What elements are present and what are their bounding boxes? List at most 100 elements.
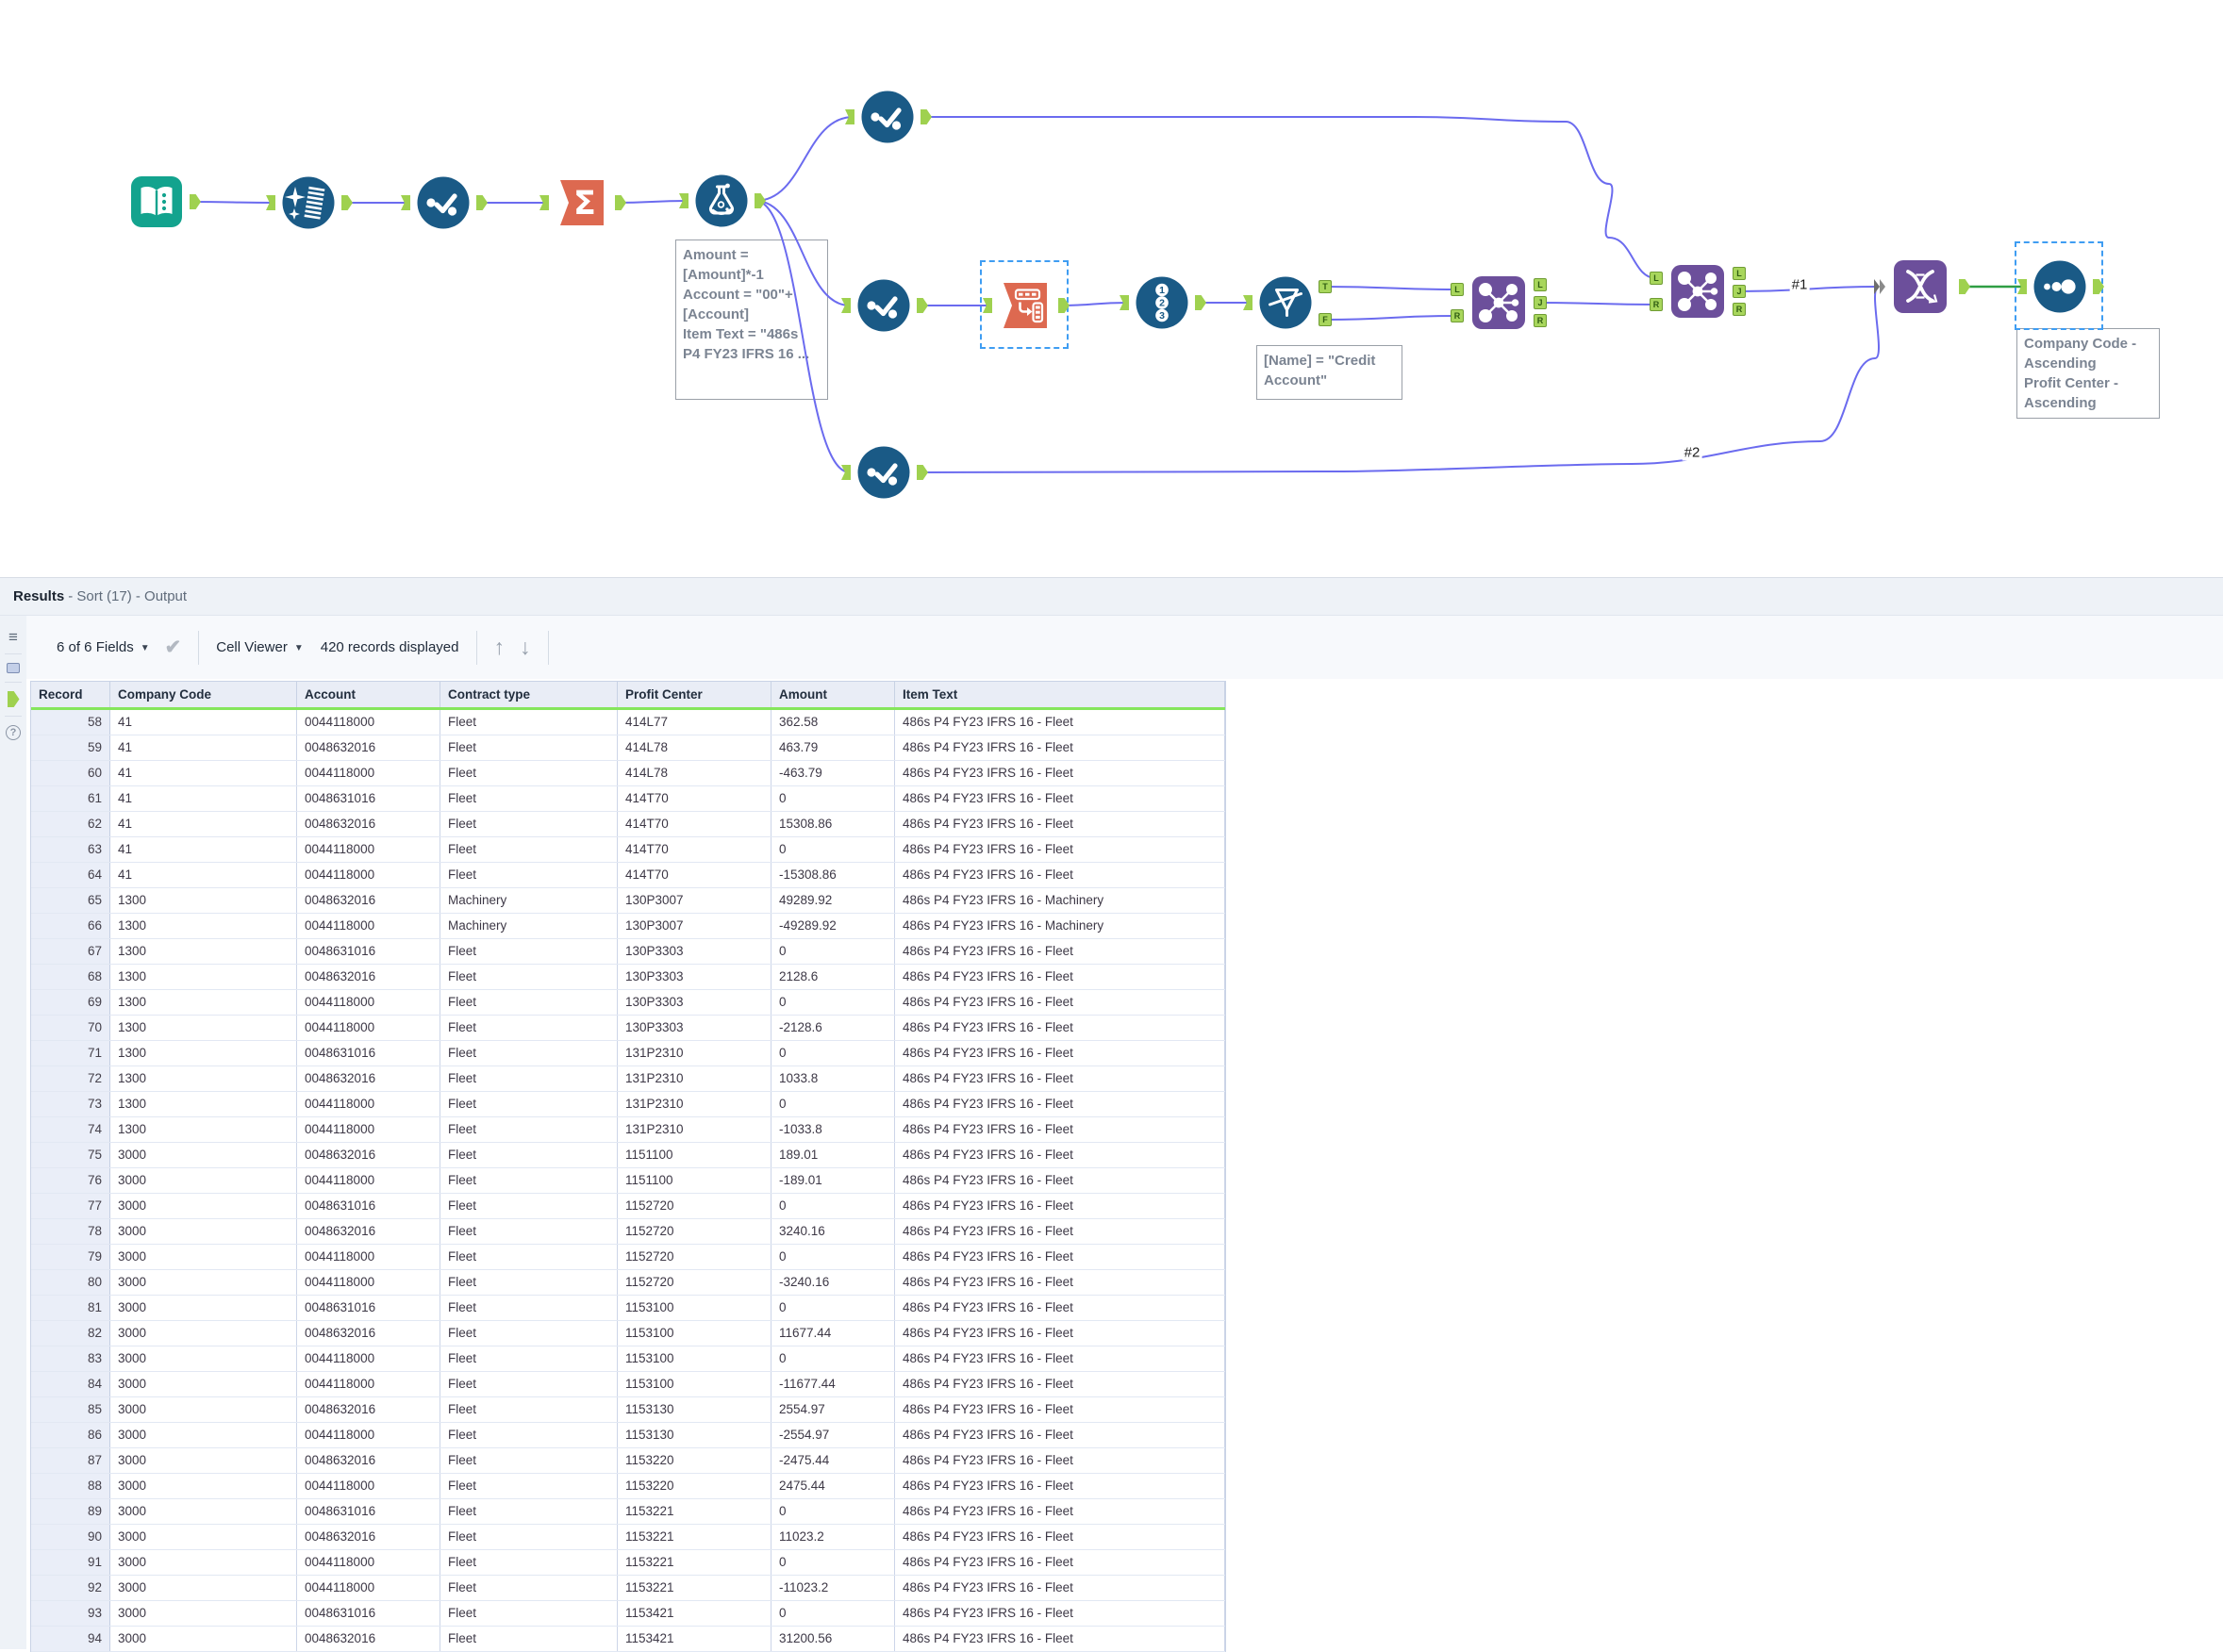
table-cell[interactable]: 60 xyxy=(31,761,110,785)
table-cell[interactable]: 41 xyxy=(110,837,297,862)
table-cell[interactable]: 414T70 xyxy=(618,812,771,836)
table-cell[interactable]: 0048632016 xyxy=(297,1219,440,1244)
table-cell[interactable]: 1300 xyxy=(110,990,297,1015)
multi-input-connector-icon[interactable] xyxy=(1872,277,1887,296)
table-cell[interactable]: 67 xyxy=(31,939,110,964)
table-cell[interactable]: 486s P4 FY23 IFRS 16 - Fleet xyxy=(895,1194,1225,1218)
table-cell[interactable]: -3240.16 xyxy=(771,1270,895,1295)
table-cell[interactable]: 0048632016 xyxy=(297,1397,440,1422)
table-cell[interactable]: 0048632016 xyxy=(297,1321,440,1346)
table-cell[interactable]: 486s P4 FY23 IFRS 16 - Fleet xyxy=(895,1601,1225,1626)
table-cell[interactable]: 90 xyxy=(31,1525,110,1549)
connection-wire[interactable] xyxy=(1058,302,1129,306)
menu-icon[interactable]: ≡ xyxy=(8,628,18,646)
table-cell[interactable]: Fleet xyxy=(440,1321,618,1346)
table-cell[interactable]: 3000 xyxy=(110,1576,297,1600)
column-header-amount[interactable]: Amount xyxy=(771,682,895,707)
table-cell[interactable]: 486s P4 FY23 IFRS 16 - Fleet xyxy=(895,1219,1225,1244)
table-cell[interactable]: 486s P4 FY23 IFRS 16 - Fleet xyxy=(895,786,1225,811)
table-cell[interactable]: 94 xyxy=(31,1627,110,1651)
table-cell[interactable]: 2475.44 xyxy=(771,1474,895,1498)
fields-dropdown[interactable]: 6 of 6 Fields xyxy=(57,639,134,655)
table-cell[interactable]: 0048631016 xyxy=(297,1194,440,1218)
table-cell[interactable]: 3000 xyxy=(110,1423,297,1447)
table-cell[interactable]: 75 xyxy=(31,1143,110,1167)
table-cell[interactable]: 76 xyxy=(31,1168,110,1193)
Jout-anchor[interactable]: J xyxy=(1733,285,1746,298)
table-cell[interactable]: 1153220 xyxy=(618,1448,771,1473)
table-cell[interactable]: 1300 xyxy=(110,1092,297,1116)
table-cell[interactable]: 65 xyxy=(31,888,110,913)
Rout-anchor[interactable]: R xyxy=(1534,314,1547,327)
output-anchor[interactable] xyxy=(917,298,928,313)
table-cell[interactable]: Fleet xyxy=(440,1397,618,1422)
input-anchor[interactable] xyxy=(1120,295,1129,310)
table-cell[interactable]: Fleet xyxy=(440,863,618,887)
table-cell[interactable]: 486s P4 FY23 IFRS 16 - Fleet xyxy=(895,1346,1225,1371)
table-cell[interactable]: 11023.2 xyxy=(771,1525,895,1549)
table-cell[interactable]: Fleet xyxy=(440,1550,618,1575)
table-cell[interactable]: Fleet xyxy=(440,1474,618,1498)
table-cell[interactable]: -15308.86 xyxy=(771,863,895,887)
table-cell[interactable]: 486s P4 FY23 IFRS 16 - Machinery xyxy=(895,914,1225,938)
table-cell[interactable]: 0044118000 xyxy=(297,1168,440,1193)
table-cell[interactable]: 414T70 xyxy=(618,786,771,811)
table-cell[interactable]: 0048632016 xyxy=(297,735,440,760)
table-cell[interactable]: 1153421 xyxy=(618,1627,771,1651)
table-cell[interactable]: Fleet xyxy=(440,1168,618,1193)
connection-wire[interactable] xyxy=(917,286,1880,473)
table-cell[interactable]: 0048632016 xyxy=(297,1525,440,1549)
table-cell[interactable]: 1300 xyxy=(110,965,297,989)
connection-wire[interactable] xyxy=(1539,302,1657,306)
table-cell[interactable]: Fleet xyxy=(440,1117,618,1142)
table-cell[interactable]: 486s P4 FY23 IFRS 16 - Fleet xyxy=(895,837,1225,862)
table-cell[interactable]: 486s P4 FY23 IFRS 16 - Fleet xyxy=(895,1245,1225,1269)
table-cell[interactable]: 1153220 xyxy=(618,1474,771,1498)
table-cell[interactable]: 0044118000 xyxy=(297,710,440,735)
table-cell[interactable]: 3000 xyxy=(110,1601,297,1626)
table-cell[interactable]: 3000 xyxy=(110,1448,297,1473)
table-cell[interactable]: 41 xyxy=(110,710,297,735)
table-cell[interactable]: Fleet xyxy=(440,710,618,735)
table-cell[interactable]: 68 xyxy=(31,965,110,989)
tool-annotation[interactable]: Amount = [Amount]*-1 Account = "00"+ [Ac… xyxy=(675,240,828,400)
table-cell[interactable]: 486s P4 FY23 IFRS 16 - Machinery xyxy=(895,888,1225,913)
table-cell[interactable]: 486s P4 FY23 IFRS 16 - Fleet xyxy=(895,965,1225,989)
table-cell[interactable]: 486s P4 FY23 IFRS 16 - Fleet xyxy=(895,939,1225,964)
table-cell[interactable]: 0044118000 xyxy=(297,837,440,862)
input-anchor[interactable] xyxy=(401,195,410,210)
table-cell[interactable]: Fleet xyxy=(440,1219,618,1244)
connection-wire[interactable] xyxy=(921,115,1657,279)
table-cell[interactable]: -189.01 xyxy=(771,1168,895,1193)
table-cell[interactable]: Fleet xyxy=(440,1041,618,1066)
table-cell[interactable]: 3000 xyxy=(110,1372,297,1396)
table-cell[interactable]: 130P3007 xyxy=(618,914,771,938)
output-anchor[interactable] xyxy=(476,195,488,210)
table-cell[interactable]: 79 xyxy=(31,1245,110,1269)
column-header-item-text[interactable]: Item Text xyxy=(895,682,1225,707)
table-cell[interactable]: 0 xyxy=(771,1346,895,1371)
table-cell[interactable]: 0044118000 xyxy=(297,1092,440,1116)
output-anchor-icon[interactable] xyxy=(7,691,20,707)
table-cell[interactable]: 64 xyxy=(31,863,110,887)
table-cell[interactable]: 0 xyxy=(771,1296,895,1320)
table-cell[interactable]: 41 xyxy=(110,863,297,887)
table-cell[interactable]: 1153100 xyxy=(618,1346,771,1371)
table-cell[interactable]: 0 xyxy=(771,1092,895,1116)
chevron-down-icon[interactable]: ▼ xyxy=(140,643,150,653)
column-header-contract-type[interactable]: Contract type xyxy=(440,682,618,707)
chevron-down-icon[interactable]: ▼ xyxy=(293,643,304,653)
table-cell[interactable]: 486s P4 FY23 IFRS 16 - Fleet xyxy=(895,710,1225,735)
output-anchor[interactable] xyxy=(2093,279,2104,294)
table-cell[interactable]: -2554.97 xyxy=(771,1423,895,1447)
table-cell[interactable]: 0044118000 xyxy=(297,914,440,938)
table-cell[interactable]: 1033.8 xyxy=(771,1066,895,1091)
input-anchor[interactable] xyxy=(841,465,851,480)
table-cell[interactable]: 486s P4 FY23 IFRS 16 - Fleet xyxy=(895,761,1225,785)
table-cell[interactable]: Fleet xyxy=(440,990,618,1015)
column-header-record[interactable]: Record xyxy=(31,682,110,707)
table-cell[interactable]: Fleet xyxy=(440,1601,618,1626)
table-cell[interactable]: 41 xyxy=(110,786,297,811)
table-cell[interactable]: 0044118000 xyxy=(297,990,440,1015)
table-cell[interactable]: 486s P4 FY23 IFRS 16 - Fleet xyxy=(895,990,1225,1015)
